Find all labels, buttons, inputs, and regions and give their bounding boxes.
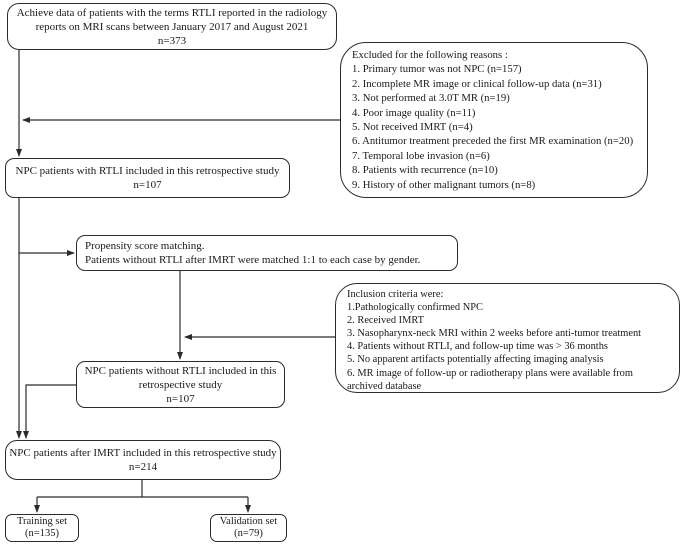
flow-box-acquisition: Achieve data of patients with the terms …: [7, 3, 337, 50]
inclusion-items: 1.Pathologically confirmed NPC 2. Receiv…: [347, 302, 642, 392]
training-set-text: Training set (n=135): [16, 515, 68, 540]
validation-set-text: Validation set (n=79): [219, 515, 278, 540]
excluded-title: Excluded for the following reasons :: [352, 49, 508, 61]
flow-box-after-imrt: NPC patients after IMRT included in this…: [5, 440, 281, 480]
flow-box-validation-set: Validation set (n=79): [210, 514, 287, 542]
flow-box-inclusion: Inclusion criteria were: 1.Pathologicall…: [335, 283, 680, 393]
line-afterimrt-split: [37, 480, 248, 498]
flow-box-without-rtli: NPC patients without RTLI included in th…: [76, 361, 285, 408]
acquisition-text: Achieve data of patients with the terms …: [16, 6, 328, 47]
with-rtli-text: NPC patients with RTLI included in this …: [15, 165, 280, 191]
without-rtli-text: NPC patients without RTLI included in th…: [84, 364, 277, 405]
flow-box-training-set: Training set (n=135): [5, 514, 79, 542]
flow-box-propensity: Propensity score matching. Patients with…: [76, 235, 458, 271]
excluded-items: 1. Primary tumor was not NPC (n=157) 2. …: [352, 63, 634, 191]
flow-box-with-rtli: NPC patients with RTLI included in this …: [5, 158, 290, 198]
after-imrt-text: NPC patients after IMRT included in this…: [9, 447, 277, 473]
flow-box-excluded: Excluded for the following reasons : 1. …: [340, 42, 648, 198]
propensity-text: Propensity score matching. Patients with…: [85, 240, 421, 266]
arrow-withoutrtli-to-afterimrt: [23, 384, 76, 439]
inclusion-title: Inclusion criteria were:: [347, 289, 444, 300]
